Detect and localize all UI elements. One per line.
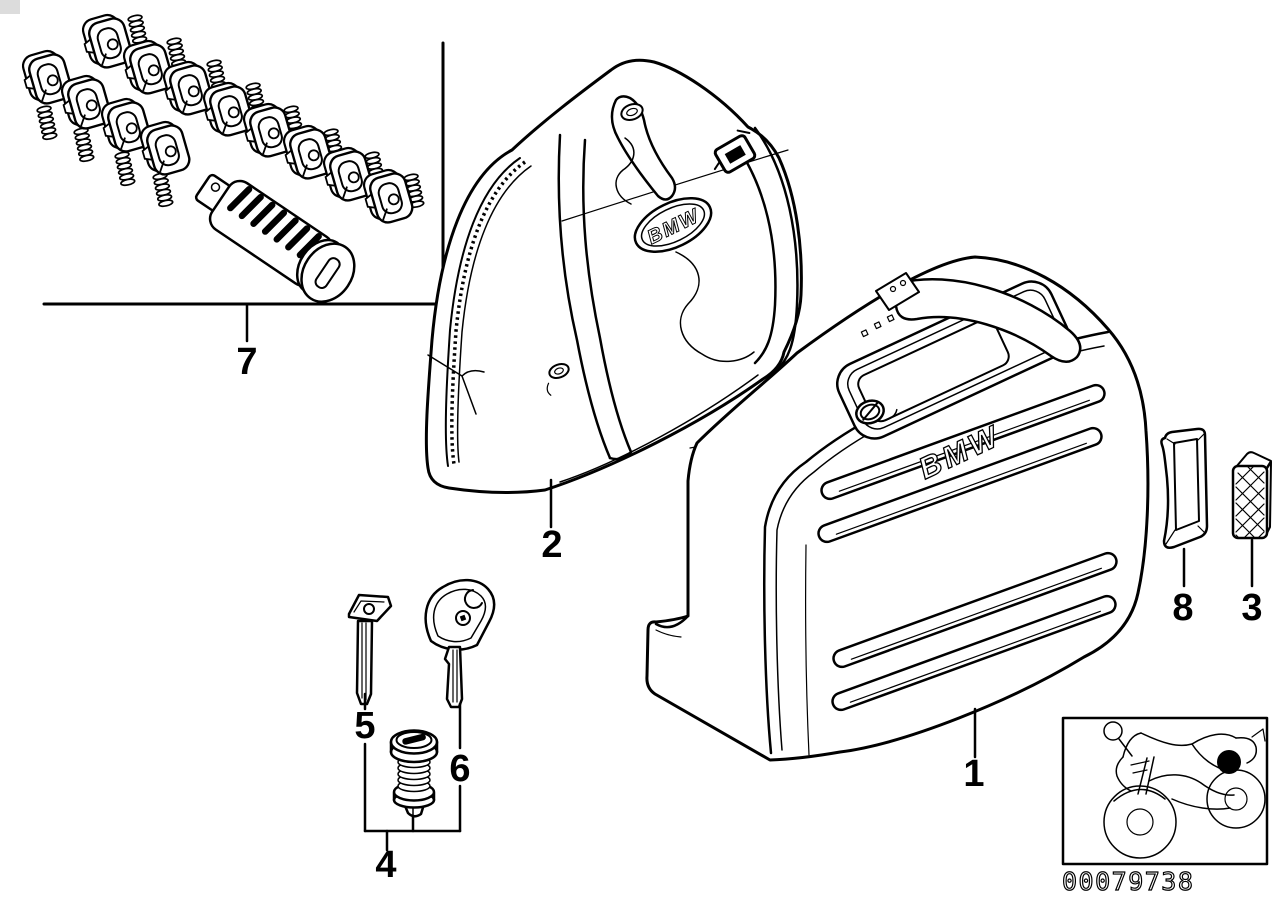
bag-right-strap-outer — [753, 126, 799, 374]
key5-blade-grooves — [361, 622, 367, 701]
case-handle-mount — [875, 272, 920, 311]
image-number: 00079738 — [1062, 867, 1194, 896]
reflector-crosshatch — [1235, 466, 1265, 539]
bag-stitch-squiggle-mid — [675, 251, 755, 363]
tumbler-repair-kit-group — [17, 9, 445, 343]
case-rib — [820, 383, 1106, 501]
case-lid-clip — [873, 321, 882, 330]
vehicle-thumbnail: 00079738 — [1061, 716, 1269, 897]
reflector-part — [1231, 451, 1272, 588]
key6-blade-grooves — [452, 649, 458, 703]
callout-7[interactable]: 7 — [236, 341, 257, 383]
bag-handle-strap — [610, 95, 677, 201]
part-location-dot — [1217, 750, 1241, 774]
callout-4[interactable]: 4 — [375, 844, 396, 886]
bag-foot-crease — [427, 354, 485, 415]
bag-flap-seam-inner — [456, 165, 532, 463]
callout-3[interactable]: 3 — [1241, 587, 1262, 629]
bag-zipper — [450, 160, 526, 465]
case-rib — [817, 426, 1103, 544]
case-mount-step-shade — [655, 629, 682, 638]
inner-bag-outline — [424, 58, 803, 494]
bag-buckle — [713, 129, 757, 174]
callout-8[interactable]: 8 — [1172, 587, 1193, 629]
case-lid-clip — [886, 314, 895, 323]
case-handle-screw — [889, 285, 897, 293]
key-blank-flat-part — [347, 593, 393, 833]
case-rib — [831, 594, 1117, 712]
case-lock — [855, 399, 898, 425]
key5-head-line — [353, 600, 385, 613]
bag-right-strap-inner — [732, 140, 777, 365]
bag-flap-edge-seam — [561, 149, 789, 222]
key5-hole — [363, 603, 375, 615]
bezel-depth-lines — [1165, 433, 1206, 545]
bag-left-strap-outer — [557, 133, 612, 460]
key5-blade — [355, 619, 374, 706]
bag-handle-hole — [620, 103, 644, 121]
lock-cylinder-part — [389, 729, 439, 833]
bag-left-strap-tip — [608, 450, 633, 461]
key6-c-cut — [463, 589, 483, 609]
bag-handle-hole-inner — [626, 107, 638, 117]
key-blank-part — [424, 578, 496, 833]
bezel-part — [1160, 427, 1209, 588]
case-lid-clip — [860, 329, 869, 338]
bag-bottom-piping — [559, 374, 759, 483]
callout-1[interactable]: 1 — [963, 753, 984, 795]
callout-2[interactable]: 2 — [541, 524, 562, 566]
case-face-crease — [805, 544, 810, 756]
bag-snap-fastener — [546, 362, 570, 396]
bag-left-strap-inner — [582, 138, 633, 454]
case-handle-screw — [899, 279, 907, 287]
key6-head-inner — [432, 588, 487, 643]
callout-6[interactable]: 6 — [449, 748, 470, 790]
lock-barrel — [194, 173, 356, 303]
bag-stitch-squiggle-top — [615, 137, 635, 205]
callout-5[interactable]: 5 — [354, 705, 375, 747]
cylinder-cap-rim — [395, 731, 433, 749]
vehicle-thumbnail-box — [1061, 716, 1269, 866]
inner-bag-part: BMW — [424, 58, 803, 529]
scan-artifact — [0, 0, 20, 14]
bag-flap-seam — [444, 157, 521, 467]
cylinder-keyway — [402, 733, 426, 745]
pannier-case-part: BMW — [645, 255, 1150, 762]
bezel-opening — [1173, 438, 1200, 531]
motorcycle-icon — [1103, 721, 1266, 859]
case-mount-step — [654, 614, 690, 629]
case-handle — [894, 278, 1082, 363]
case-rib — [832, 551, 1118, 669]
key6-hole-pin — [459, 614, 467, 622]
